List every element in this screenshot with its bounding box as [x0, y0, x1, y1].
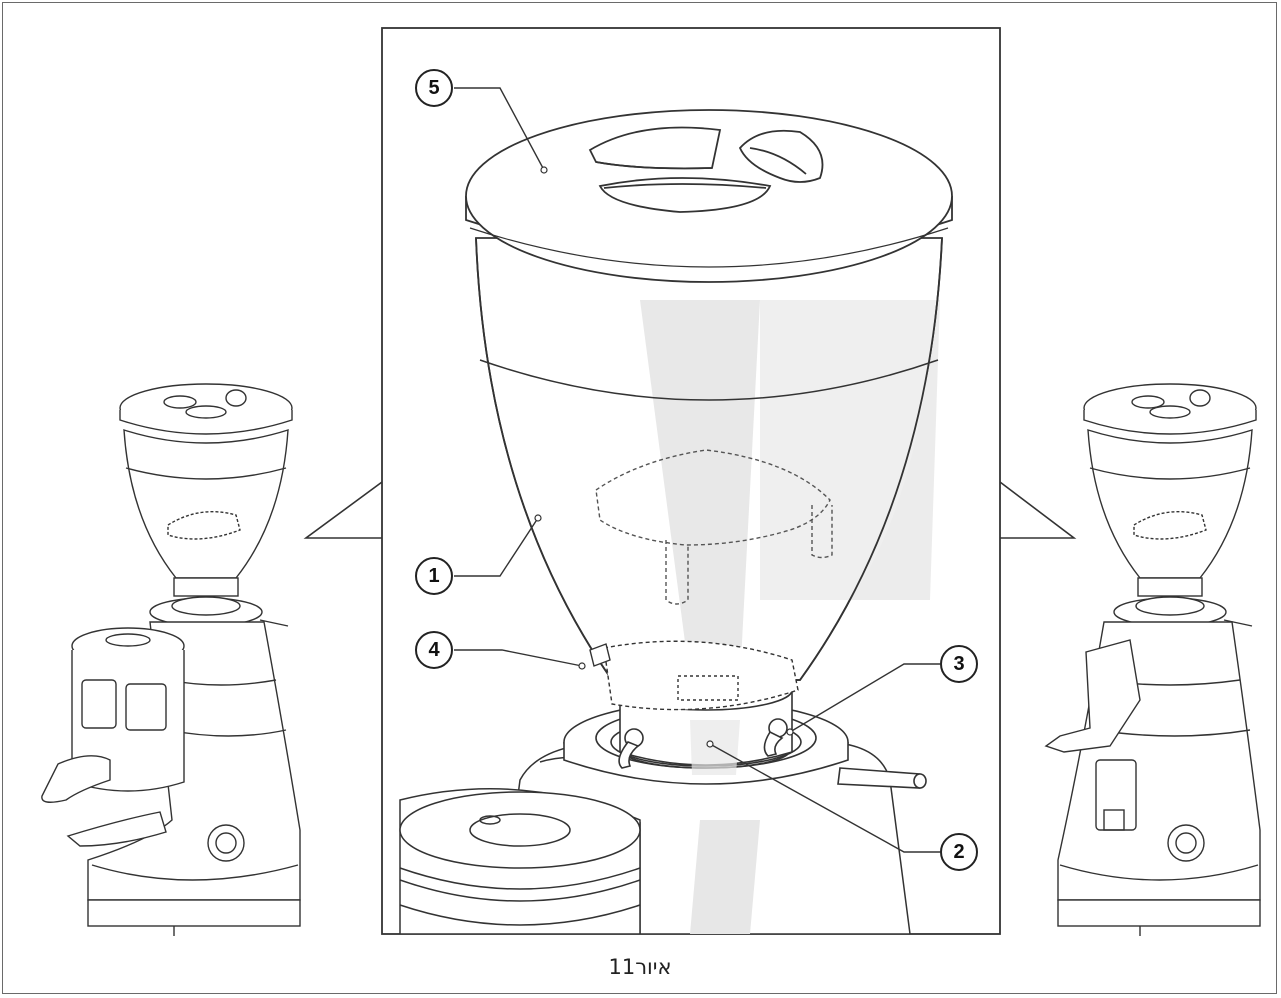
detail-hopper-assembly [399, 109, 953, 934]
right-grinder-illustration [1044, 383, 1261, 936]
left-grinder-illustration [41, 383, 301, 936]
callout-2: 2 [940, 833, 978, 871]
figure-caption: איור11 [608, 955, 672, 979]
leader-dots [534, 166, 794, 748]
callout-3: 3 [940, 645, 978, 683]
callout-1: 1 [415, 557, 453, 595]
zoom-pointer [303, 481, 1077, 539]
leader-lines [454, 87, 940, 853]
callout-5: 5 [415, 69, 453, 107]
callout-4: 4 [415, 631, 453, 669]
